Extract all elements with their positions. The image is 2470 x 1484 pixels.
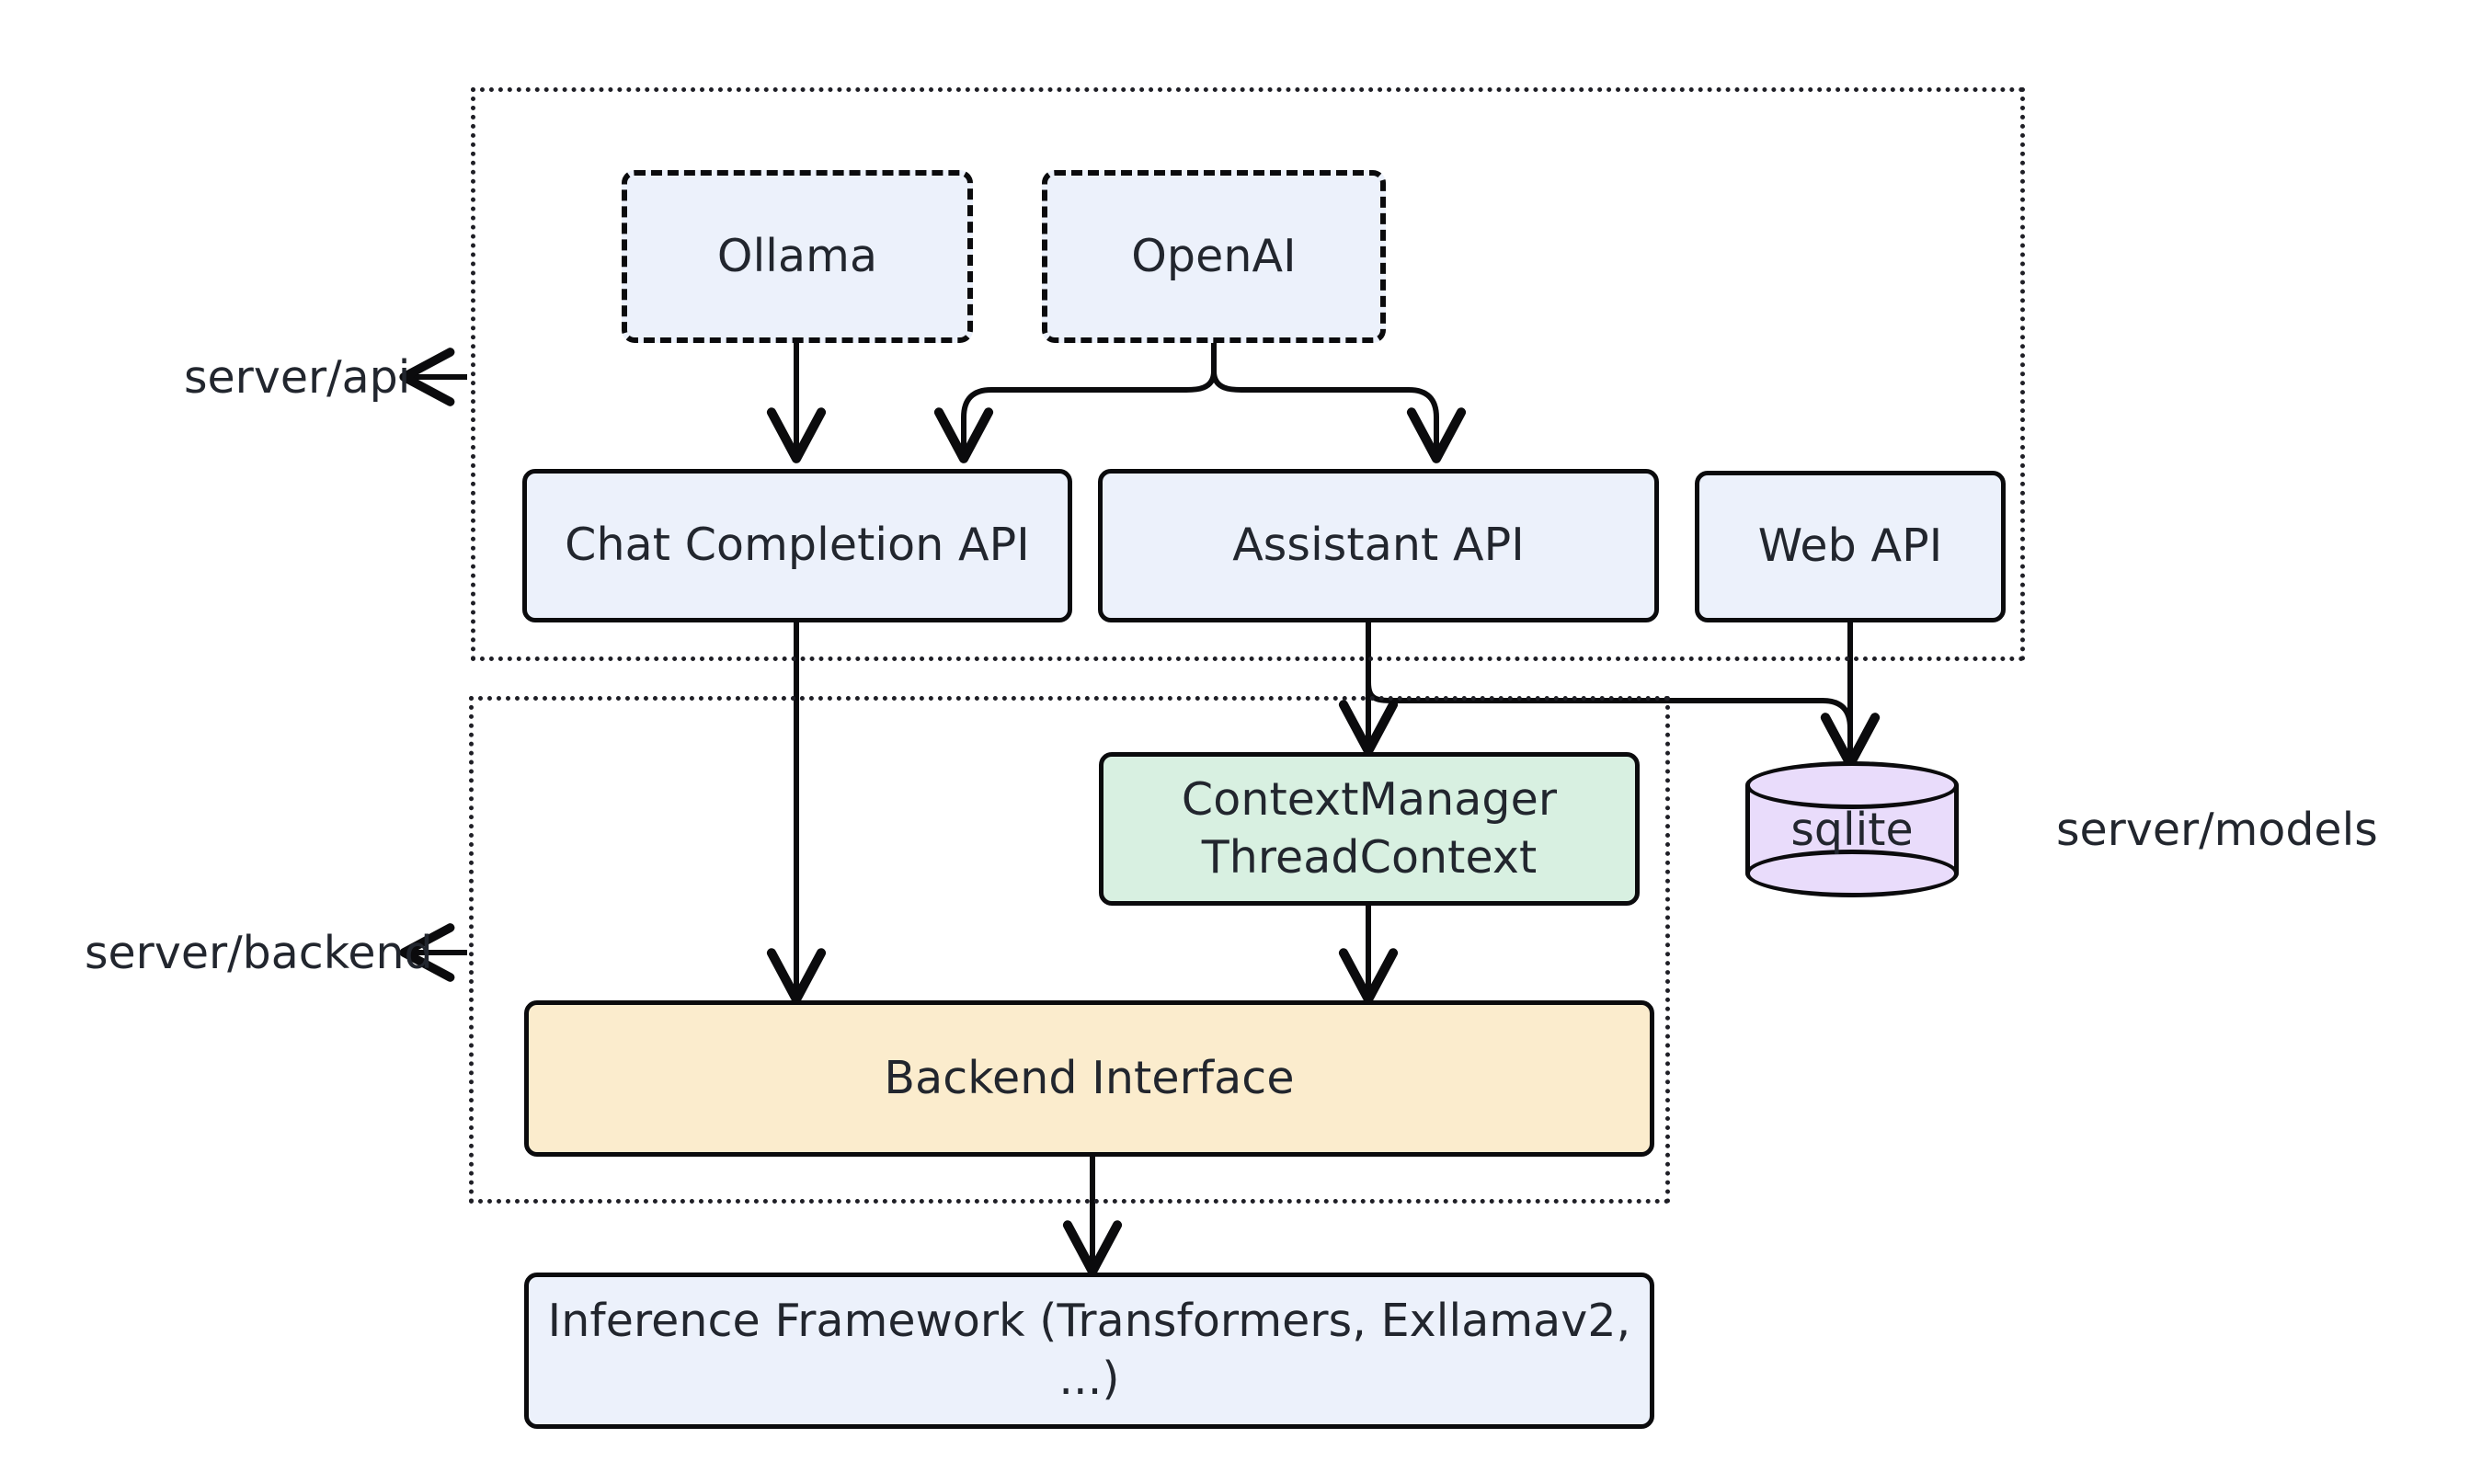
node-backend-interface-label: Backend Interface xyxy=(884,1051,1295,1104)
node-context-manager[interactable]: ContextManager ThreadContext xyxy=(1099,752,1640,906)
node-context-manager-label-line1: ContextManager xyxy=(1181,772,1558,826)
label-server-backend-text: server/backend xyxy=(85,926,433,979)
node-assistant-api[interactable]: Assistant API xyxy=(1098,469,1659,622)
group-server-api xyxy=(471,87,2025,661)
node-context-manager-label-line2: ThreadContext xyxy=(1201,830,1538,884)
sqlite-cylinder-bottom xyxy=(1745,850,1959,897)
node-sqlite-label: sqlite xyxy=(1790,803,1914,856)
label-server-models-text: server/models xyxy=(2056,803,2378,856)
group-server-backend xyxy=(469,696,1670,1204)
node-assistant-api-label: Assistant API xyxy=(1232,519,1525,572)
sqlite-cylinder-top xyxy=(1745,761,1959,809)
node-chat-completion-api[interactable]: Chat Completion API xyxy=(522,469,1072,622)
label-server-backend: server/backend xyxy=(85,925,433,980)
node-web-api[interactable]: Web API xyxy=(1695,471,2006,622)
node-ollama[interactable]: Ollama xyxy=(622,170,973,343)
node-ollama-label: Ollama xyxy=(716,229,878,282)
node-inference-framework[interactable]: Inference Framework (Transformers, Exlla… xyxy=(524,1273,1654,1429)
label-server-api: server/api xyxy=(184,349,410,405)
node-backend-interface[interactable]: Backend Interface xyxy=(524,1000,1654,1157)
node-inference-framework-label: Inference Framework (Transformers, Exlla… xyxy=(547,1295,1631,1405)
node-sqlite[interactable]: sqlite xyxy=(1745,761,1959,897)
node-chat-completion-api-label: Chat Completion API xyxy=(565,519,1030,572)
node-openai[interactable]: OpenAI xyxy=(1042,170,1386,343)
node-openai-label: OpenAI xyxy=(1131,229,1297,282)
label-server-api-text: server/api xyxy=(184,350,411,404)
node-web-api-label: Web API xyxy=(1757,519,1943,573)
label-server-models: server/models xyxy=(2056,802,2378,857)
